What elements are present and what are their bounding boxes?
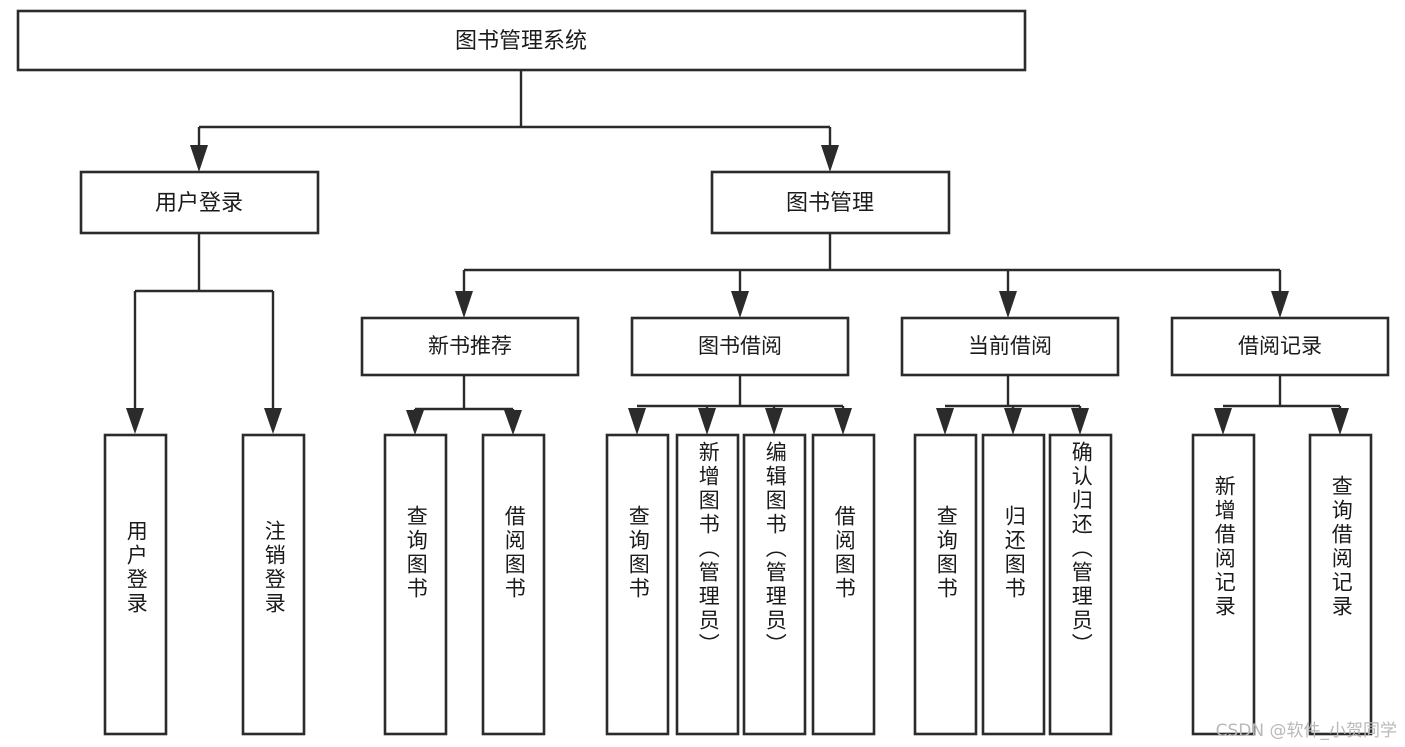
node-borrow-record-label: 借阅记录 (1238, 334, 1322, 358)
arrow-head-leaf-query-book-3 (936, 408, 954, 435)
node-current-borrow-label: 当前借阅 (968, 334, 1052, 358)
arrow-head-leaf-query-record (1331, 408, 1349, 435)
arrow-head-leaf-edit-book (765, 408, 783, 435)
leaf-box-return-book[interactable] (981, 433, 1046, 736)
leaf-box-edit-book[interactable] (742, 433, 807, 736)
connector-group-book-borrow (628, 375, 852, 435)
arrow-head-leaf-query-book-1 (406, 410, 424, 435)
connector-group-borrow-record (1214, 375, 1349, 435)
node-current-borrow[interactable]: 当前借阅 (900, 316, 1120, 377)
node-user-login-box[interactable] (79, 170, 320, 235)
leaf-box-query-book-3[interactable] (913, 433, 978, 736)
node-root-label: 图书管理系统 (455, 29, 587, 54)
connector-group-new-book-rec (406, 375, 522, 435)
node-root-box[interactable] (16, 9, 1027, 72)
node-book-borrow-label: 图书借阅 (698, 334, 782, 358)
arrow-head-leaf-confirm-return (1071, 408, 1089, 435)
leaf-box-borrow-book-2[interactable] (811, 433, 876, 736)
arrow-head-borrow-record (1271, 291, 1289, 318)
leaf-boxes (103, 433, 1373, 736)
leaf-box-user-login[interactable] (103, 433, 168, 736)
leaf-box-confirm-return[interactable] (1048, 433, 1113, 736)
connector-group-current-borrow (936, 375, 1089, 435)
node-book-manage-box[interactable] (710, 170, 951, 235)
leaf-box-logout[interactable] (241, 433, 306, 736)
arrow-head-leaf-logout (264, 408, 282, 434)
node-new-book-rec[interactable]: 新书推荐 (360, 316, 580, 377)
node-book-borrow[interactable]: 图书借阅 (630, 316, 850, 377)
leaf-box-add-record[interactable] (1191, 433, 1256, 736)
leaf-box-query-book-1[interactable] (383, 433, 448, 736)
arrow-head-leaf-user-login (126, 408, 144, 434)
leaf-box-add-book[interactable] (675, 433, 740, 736)
arrow-head-new-book-rec (455, 291, 473, 318)
arrow-head-leaf-borrow-book-1 (504, 410, 522, 435)
node-current-borrow-box[interactable] (900, 316, 1120, 377)
arrow-head-user-login (190, 145, 208, 172)
node-user-login[interactable]: 用户登录 (79, 170, 320, 235)
arrow-head-book-manage (821, 145, 839, 172)
node-new-book-rec-label: 新书推荐 (428, 334, 512, 358)
arrow-head-leaf-add-book (698, 408, 716, 435)
node-book-manage-label: 图书管理 (786, 191, 874, 216)
node-new-book-rec-box[interactable] (360, 316, 580, 377)
connector-group-book-manage (455, 233, 1289, 318)
leaf-box-query-record[interactable] (1308, 433, 1373, 736)
arrow-head-leaf-add-record (1214, 408, 1232, 435)
node-borrow-record-box[interactable] (1170, 316, 1390, 377)
node-book-borrow-box[interactable] (630, 316, 850, 377)
arrow-head-leaf-return-book (1004, 408, 1022, 435)
connector-group-user-login (126, 233, 282, 434)
node-root[interactable]: 图书管理系统 (16, 9, 1027, 72)
node-book-manage[interactable]: 图书管理 (710, 170, 951, 235)
connector-group-root (190, 71, 839, 172)
node-borrow-record[interactable]: 借阅记录 (1170, 316, 1390, 377)
arrow-head-leaf-query-book-2 (628, 408, 646, 435)
arrow-head-book-borrow (731, 291, 749, 318)
arrow-head-leaf-borrow-book-2 (834, 408, 852, 435)
leaf-box-query-book-2[interactable] (605, 433, 670, 736)
leaf-box-borrow-book-1[interactable] (481, 433, 546, 736)
arrow-head-current-borrow (999, 291, 1017, 318)
node-user-login-label: 用户登录 (155, 191, 243, 216)
